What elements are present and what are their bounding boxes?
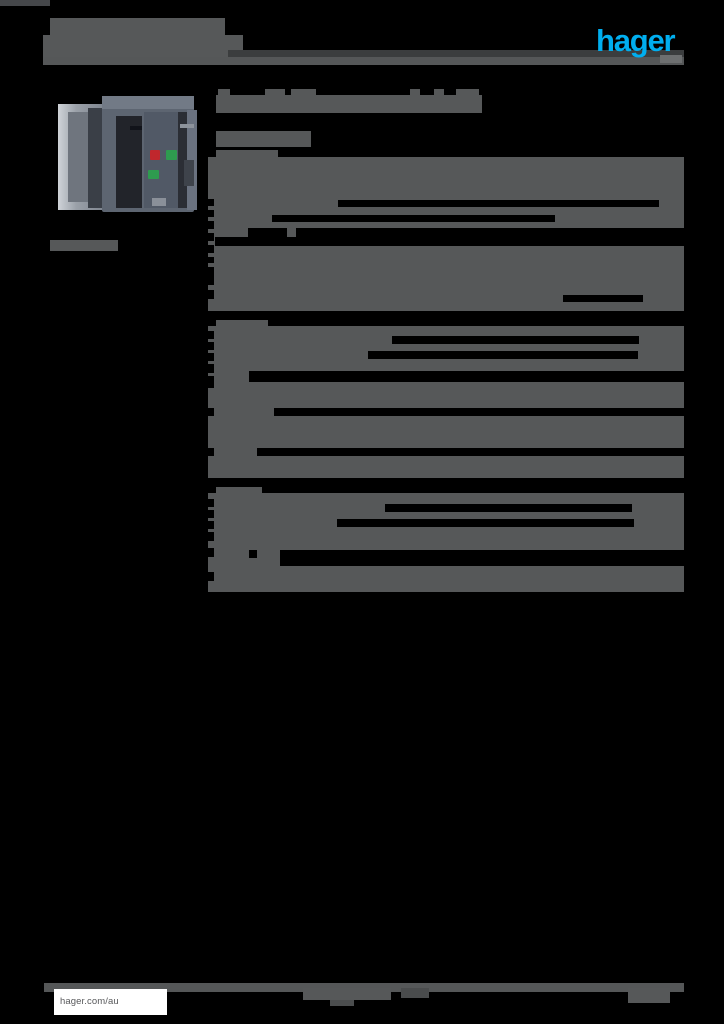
table-row	[208, 548, 214, 557]
table-1-title	[216, 150, 278, 157]
table-row	[208, 221, 214, 229]
table-row	[208, 290, 214, 299]
header-divider	[44, 57, 684, 65]
breaker-strip	[178, 112, 187, 208]
table-3-value-gap-3	[249, 550, 257, 558]
header-divider-upper	[228, 50, 684, 57]
main-heading-tip-6	[456, 89, 479, 95]
breaker-display	[184, 160, 194, 186]
footer-page-number	[628, 988, 670, 1003]
sidebar-caption	[50, 240, 118, 251]
main-subheading	[216, 131, 311, 147]
main-heading-tip-2	[265, 89, 285, 95]
table-row	[208, 532, 214, 541]
breaker-off-button-icon	[150, 150, 160, 160]
table-row	[208, 510, 214, 518]
footer-center-text	[303, 988, 391, 1000]
main-heading-tip-4	[410, 89, 420, 95]
table-2-title	[216, 320, 268, 328]
product-image	[54, 88, 200, 219]
breaker-slot	[130, 126, 142, 130]
sidebar-column	[0, 0, 724, 251]
hager-logo: hager	[596, 23, 676, 58]
table-3-value-gap-1	[385, 504, 632, 512]
table-3-bottom-gap	[208, 592, 684, 600]
sidebar-caption-accent	[0, 0, 50, 6]
table-2-value-gap-1	[392, 336, 639, 344]
footer-divider	[44, 983, 684, 992]
table-row	[208, 267, 214, 285]
breaker-reset-button-icon	[148, 170, 159, 179]
table-row	[208, 408, 214, 416]
table-row	[208, 521, 214, 529]
table-row	[208, 572, 214, 581]
table-1-value-gap-5	[563, 295, 643, 302]
table-row	[208, 210, 214, 217]
main-heading	[216, 95, 482, 113]
main-heading-tip-5	[434, 89, 444, 95]
table-row	[208, 499, 214, 507]
table-2-value-gap-2	[368, 351, 638, 359]
main-heading-tip-3	[291, 89, 316, 95]
table-row	[208, 233, 214, 241]
main-heading-tip-1	[218, 89, 230, 95]
breaker-dark-panel	[116, 116, 142, 208]
breaker-on-button-icon	[166, 150, 177, 160]
table-row	[208, 245, 214, 253]
table-row	[208, 353, 214, 361]
table-1-bottom-gap	[208, 311, 684, 319]
table-1-value-gap-1	[338, 200, 659, 207]
table-3-row-rule-1	[280, 550, 684, 566]
breaker-front-panel	[144, 112, 180, 208]
table-row	[208, 257, 214, 263]
table-row	[208, 364, 214, 373]
table-3-value-gap-2	[337, 519, 634, 527]
table-row	[208, 199, 214, 206]
table-2-row-rule-1	[249, 371, 684, 382]
table-row	[208, 342, 214, 350]
header-title-line-2	[43, 35, 243, 52]
breaker-brand-mark	[180, 124, 194, 128]
footer-url[interactable]: hager.com/au	[54, 989, 167, 1015]
breaker-left-frame	[68, 112, 88, 202]
table-1-value-gap-3	[248, 228, 287, 237]
breaker-base	[152, 198, 166, 206]
table-2-row-rule-2	[274, 408, 684, 416]
table-row	[208, 331, 214, 339]
table-1-value-gap-2	[272, 215, 555, 222]
table-1-value-gap-4	[296, 228, 684, 246]
footer-center-accent	[401, 988, 429, 998]
table-3-title	[216, 487, 262, 495]
breaker-body-top	[102, 96, 194, 109]
logo-underline	[660, 55, 682, 63]
table-row	[208, 376, 214, 388]
table-2-row-rule-3	[257, 448, 684, 456]
header-title-line-1	[50, 18, 225, 35]
table-row	[208, 448, 214, 456]
footer-center-text-secondary	[330, 1000, 354, 1006]
table-2-bottom-gap	[208, 478, 684, 487]
